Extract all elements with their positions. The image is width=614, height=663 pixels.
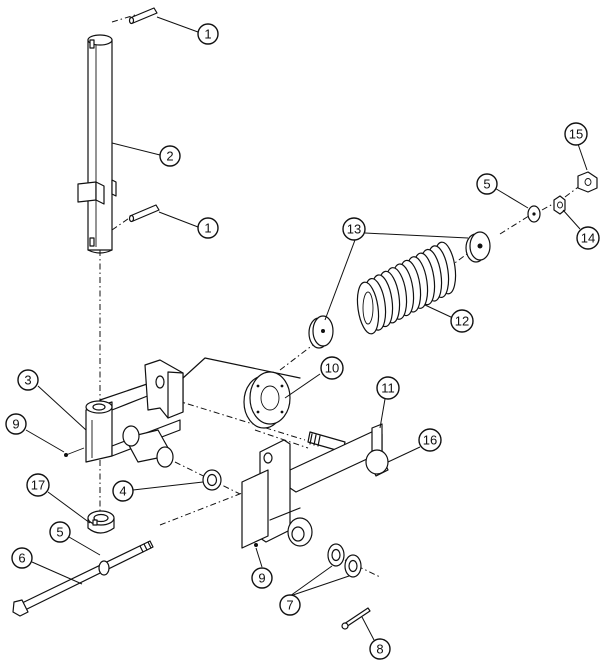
callout-label: 8 — [376, 642, 383, 657]
callout-5-upper: 5 — [476, 173, 498, 195]
callout-5-lower: 5 — [49, 521, 71, 543]
callout-label: 7 — [286, 598, 293, 613]
spring-flange — [243, 371, 346, 453]
spring-bore — [362, 291, 374, 325]
washer-5-upper — [527, 205, 541, 223]
assembly-centerlines — [99, 14, 586, 578]
callout-16: 16 — [418, 428, 442, 452]
callout-label: 12 — [455, 314, 469, 329]
callout-9-lower: 9 — [251, 567, 273, 589]
callout-10: 10 — [320, 356, 344, 380]
callout-label: 16 — [423, 433, 437, 448]
pin-top — [128, 7, 158, 25]
grease-fitting-left — [64, 447, 85, 457]
pivot-bracket — [85, 357, 301, 468]
bushing — [365, 449, 389, 477]
collar — [87, 510, 115, 534]
callout-15: 15 — [564, 122, 588, 146]
spring-cup-upper — [465, 231, 491, 263]
leader-lines — [25, 16, 588, 641]
washer-4 — [202, 469, 222, 491]
cotter-pin — [341, 607, 371, 630]
coil-spring — [356, 241, 457, 335]
callout-12: 12 — [450, 309, 474, 333]
lever-arm — [241, 423, 383, 549]
callout-label: 9 — [258, 571, 265, 586]
callout-label: 4 — [119, 484, 126, 499]
callout-label: 1 — [204, 27, 211, 42]
callout-label: 2 — [166, 149, 173, 164]
callout-label: 5 — [483, 177, 490, 192]
pin-middle — [128, 204, 160, 223]
callout-label: 17 — [31, 478, 45, 493]
callout-11: 11 — [376, 376, 400, 400]
callout-8: 8 — [369, 638, 391, 660]
callout-2: 2 — [159, 145, 181, 167]
grease-fitting-lower — [254, 543, 258, 547]
callout-7: 7 — [279, 594, 301, 616]
washers-7 — [327, 543, 362, 578]
callout-label: 3 — [24, 373, 31, 388]
callout-3: 3 — [17, 369, 39, 391]
callout-1-top: 1 — [197, 23, 219, 45]
spring-cup-lower — [308, 315, 334, 349]
callout-6: 6 — [11, 547, 33, 569]
spring-coil — [356, 281, 380, 335]
callout-4: 4 — [112, 480, 134, 502]
callout-13: 13 — [342, 217, 366, 241]
callout-9-left: 9 — [5, 413, 27, 435]
callout-label: 15 — [569, 127, 583, 142]
callout-label: 5 — [56, 525, 63, 540]
callout-label: 6 — [18, 551, 25, 566]
callout-1-middle: 1 — [197, 217, 219, 239]
callout-label: 1 — [204, 221, 211, 236]
callout-label: 10 — [325, 361, 339, 376]
bolt — [12, 540, 154, 617]
callout-label: 11 — [381, 381, 395, 396]
nut-14 — [553, 195, 566, 215]
nut-15 — [577, 171, 598, 193]
callout-label: 13 — [347, 222, 361, 237]
callout-label: 14 — [581, 231, 595, 246]
callout-17: 17 — [26, 473, 50, 497]
callout-label: 9 — [12, 417, 19, 432]
callouts: 1 1 2 3 4 5 5 6 7 8 9 9 — [5, 23, 600, 660]
washer-5-lower — [98, 560, 110, 576]
vertical-tube — [77, 34, 117, 254]
callout-14: 14 — [576, 226, 600, 250]
